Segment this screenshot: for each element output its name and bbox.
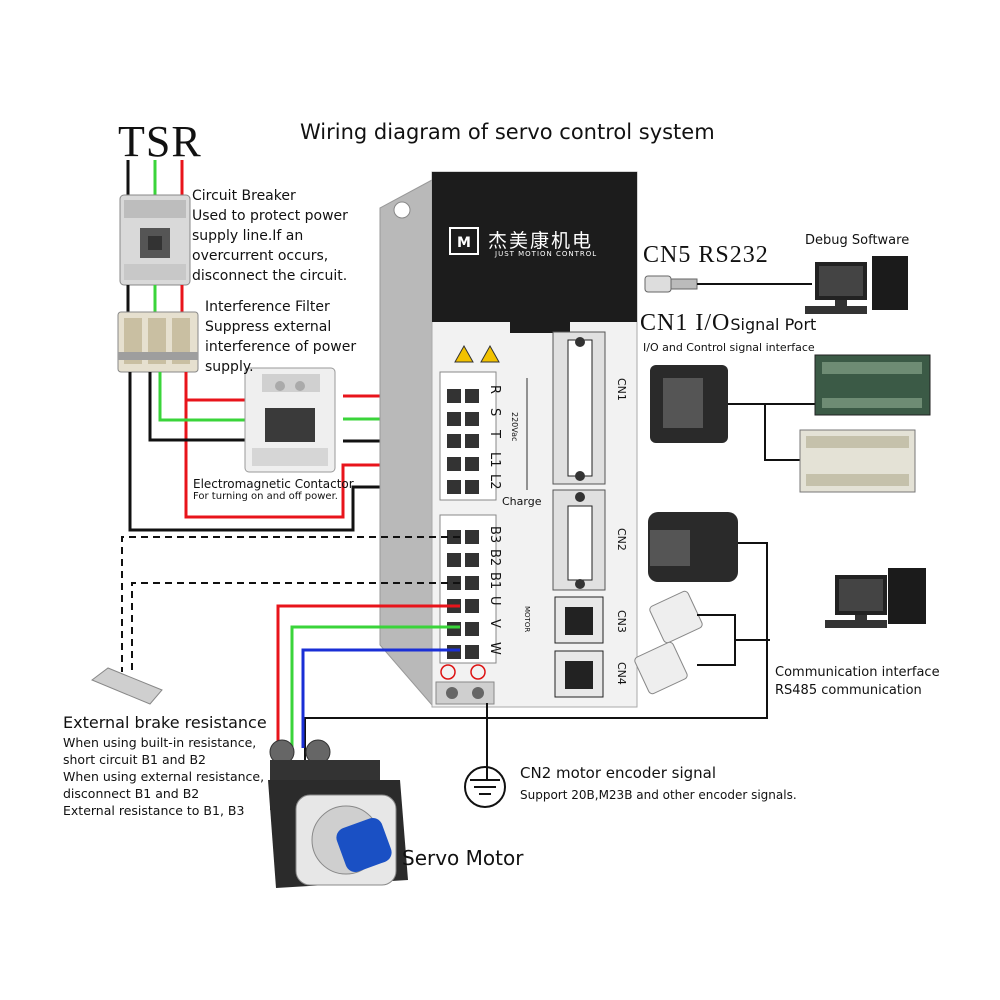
- rs232-cable: [644, 275, 812, 293]
- encoder-desc: Support 20B,M23B and other encoder signa…: [520, 788, 797, 802]
- terminal-u: U: [487, 596, 502, 606]
- filter-line: interference of power: [205, 339, 357, 355]
- circuit-breaker-icon: [119, 194, 191, 286]
- circuit-breaker-line: disconnect the circuit.: [192, 268, 348, 284]
- terminal-s: S: [487, 408, 502, 417]
- cn4-port: [554, 650, 604, 698]
- cn3-port-label: CN3: [615, 610, 628, 633]
- plc-module-icon: [799, 429, 916, 493]
- terminal-b1: B1: [487, 572, 502, 590]
- cn3-port: [554, 596, 604, 644]
- contactor-desc: For turning on and off power.: [193, 491, 338, 502]
- cn2-cable: [304, 512, 768, 760]
- terminal-b2: B2: [487, 549, 502, 567]
- brake-resistance-label: External brake resistance When using bui…: [63, 712, 267, 819]
- brake-line: When using external resistance,: [63, 769, 265, 784]
- terminal-w: W: [487, 642, 502, 655]
- cn1-signal-label: CN1 I/OSignal Port: [640, 310, 816, 337]
- cn2-port-label: CN2: [615, 528, 628, 551]
- ground-icon: [464, 703, 506, 808]
- terminal-v: V: [487, 619, 502, 628]
- brake-line: disconnect B1 and B2: [63, 786, 200, 801]
- brand-name-en: JUST MOTION CONTROL: [495, 250, 598, 258]
- encoder-label: CN2 motor encoder signal Support 20B,M23…: [520, 763, 797, 807]
- terminal-b3: B3: [487, 526, 502, 544]
- plc-controller-icon: [814, 354, 931, 416]
- svg-text:M: M: [457, 235, 471, 251]
- terminal-l1: L1: [487, 452, 502, 468]
- diagram-title: Wiring diagram of servo control system: [300, 120, 715, 144]
- servo-motor-icon: [268, 739, 408, 888]
- interference-filter-icon: [117, 311, 199, 373]
- terminal-block-bottom: [435, 514, 497, 705]
- encoder-heading: CN2 motor encoder signal: [520, 764, 717, 782]
- terminal-block-top: [439, 371, 528, 501]
- charge-label: Charge: [502, 495, 542, 508]
- terminal-r: R: [487, 385, 502, 395]
- comm-line-2: RS485 communication: [775, 683, 922, 698]
- cn1-port: [552, 331, 606, 485]
- terminal-t: T: [487, 430, 502, 438]
- brake-resistor-icon: [90, 667, 163, 705]
- brake-line: When using built-in resistance,: [63, 735, 257, 750]
- contactor-label: Electromagnetic Contactor For turning on…: [193, 477, 354, 502]
- filter-line: Suppress external: [205, 319, 332, 335]
- brake-wires: [121, 536, 460, 672]
- circuit-breaker-label: Circuit Breaker Used to protect power su…: [192, 186, 348, 286]
- cn1-signal-port-label: Signal Port: [730, 315, 817, 334]
- interference-filter-label: Interference Filter Suppress external in…: [205, 297, 356, 377]
- filter-heading: Interference Filter: [205, 299, 330, 315]
- motor-terminal-label: MOTOR: [523, 606, 531, 633]
- tsr-label: TSR: [118, 117, 202, 166]
- brake-line: short circuit B1 and B2: [63, 752, 206, 767]
- debug-computer-icon: [805, 256, 908, 314]
- tsr-wires: [126, 160, 184, 200]
- circuit-breaker-line: overcurrent occurs,: [192, 248, 329, 264]
- contactor-heading: Electromagnetic Contactor: [193, 477, 354, 491]
- servo-motor-label: Servo Motor: [402, 846, 524, 870]
- comm-line-1: Communication interface: [775, 665, 940, 680]
- filter-line: supply.: [205, 359, 254, 375]
- circuit-breaker-line: supply line.If an: [192, 228, 304, 244]
- voltage-label: 220Vac: [510, 412, 519, 442]
- brake-line: External resistance to B1, B3: [63, 803, 245, 818]
- brake-heading: External brake resistance: [63, 713, 267, 732]
- brand-name-cn: 杰美康机电: [488, 230, 594, 252]
- cn5-label: CN5 RS232: [643, 242, 769, 268]
- rs485-computer-icon: [825, 568, 926, 628]
- cn2-port: [552, 489, 606, 591]
- motor-wires: [276, 604, 460, 748]
- cn1-desc: I/O and Control signal interface: [643, 341, 815, 354]
- rj45-plug-icon: [634, 590, 770, 695]
- cn1-port-label: CN1: [615, 378, 628, 401]
- cn1-io-label: CN1 I/O: [640, 310, 731, 336]
- cn1-cable: [650, 365, 815, 461]
- debug-software-label: Debug Software: [805, 233, 910, 248]
- cn4-port-label: CN4: [615, 662, 628, 685]
- circuit-breaker-heading: Circuit Breaker: [192, 188, 296, 204]
- contactor-icon: [244, 367, 336, 473]
- circuit-breaker-line: Used to protect power: [192, 208, 348, 224]
- comm-label: Communication interface RS485 communicat…: [775, 664, 940, 700]
- terminal-l2: L2: [487, 474, 502, 490]
